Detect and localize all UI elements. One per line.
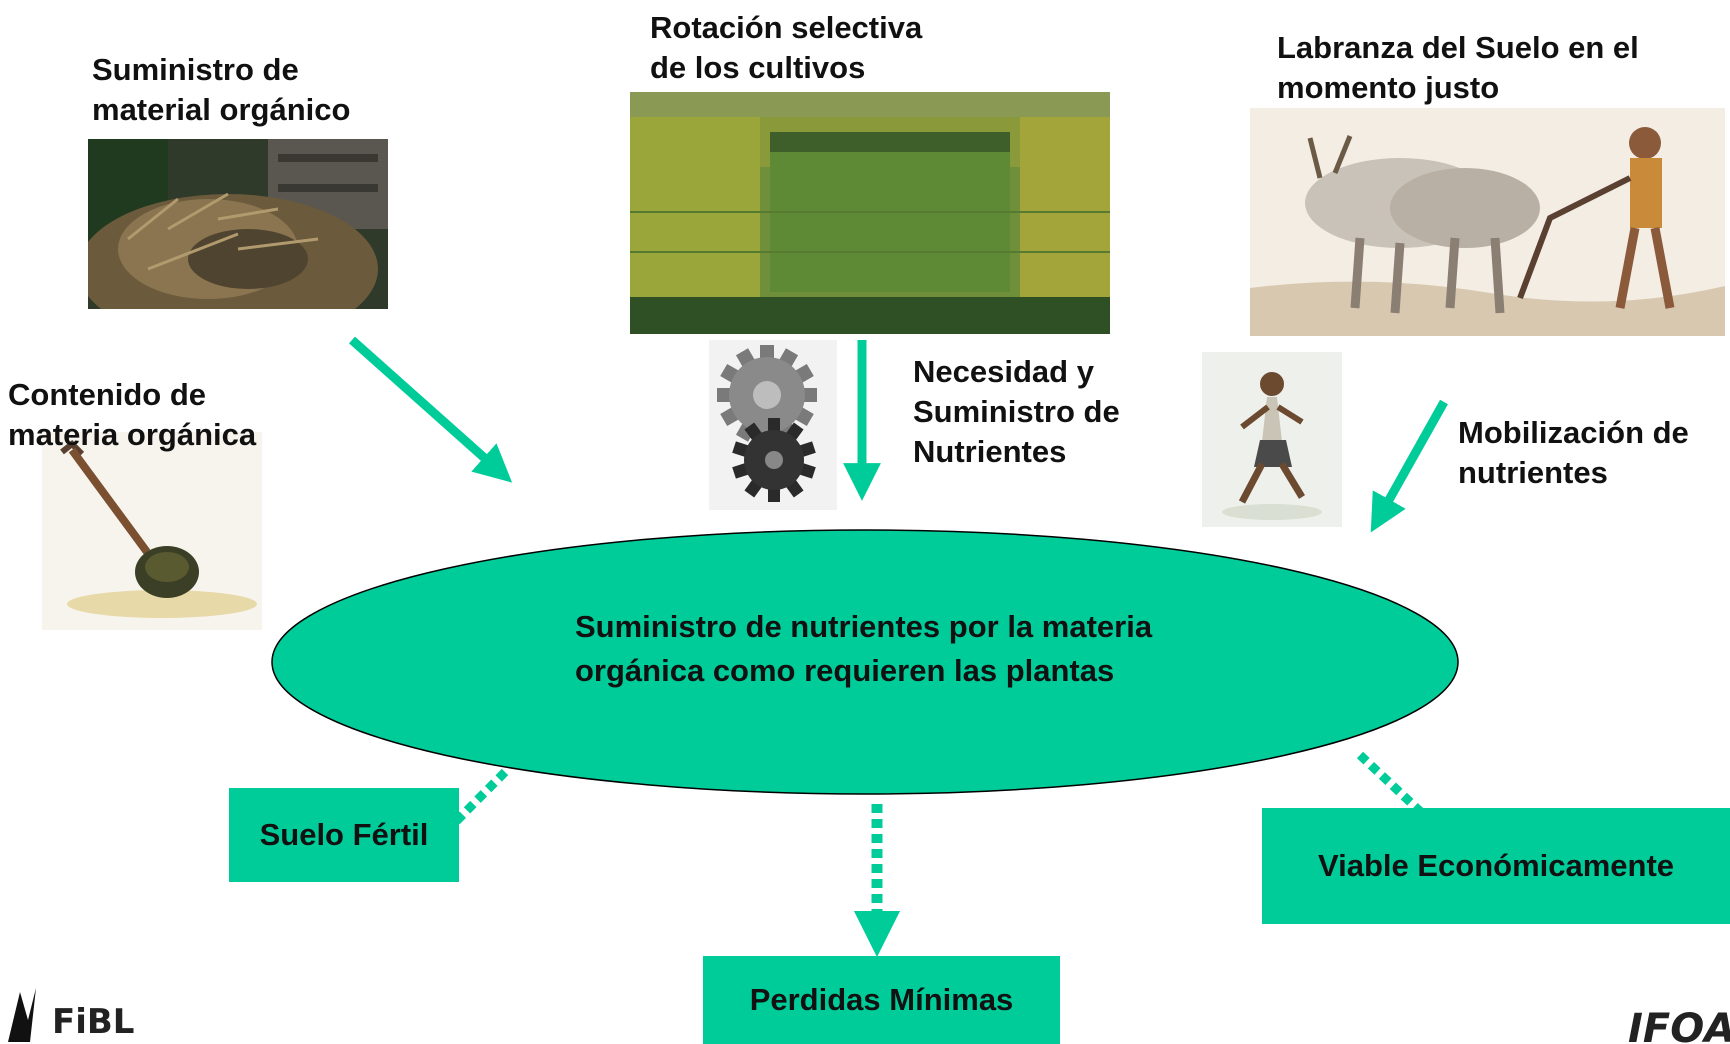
shovel-illustration: [42, 432, 262, 630]
crop-field-photo: [630, 92, 1110, 334]
label-organic-supply: Suministro de material orgánico: [92, 52, 351, 127]
box-minimal-losses: Perdidas Mínimas: [703, 956, 1060, 1044]
label-nutrient-mobilization: Mobilización de nutrientes: [1458, 415, 1689, 490]
arrow-organic-supply: [349, 336, 513, 483]
label-crop-rotation: Rotación selectiva de los cultivos: [650, 10, 923, 85]
fibl-logo: FiBL: [0, 980, 140, 1044]
label-organic-content: Contenido de materia orgánica: [8, 377, 257, 452]
central-text: Suministro de nutrientes por la materia …: [575, 609, 1153, 688]
arrow-nutrient-mobilization: [1370, 399, 1448, 533]
ifoam-logo: IFOAM: [1622, 1002, 1730, 1044]
ifoam-logo-text: IFOAM: [1628, 1006, 1730, 1044]
gears-icon: [709, 340, 837, 510]
box-fertile-soil: Suelo Fértil: [229, 788, 459, 882]
box-economic-viability: Viable Económicamente: [1262, 808, 1730, 924]
oxen-plowing-illustration: [1250, 108, 1725, 336]
fibl-logo-text: FiBL: [52, 1002, 135, 1042]
running-figure-illustration: [1202, 352, 1342, 527]
compost-pile-photo: [88, 139, 388, 309]
central-ellipse: [271, 529, 1459, 795]
label-nutrient-need: Necesidad y Suministro de Nutrientes: [913, 354, 1120, 469]
label-tillage: Labranza del Suelo en el momento justo: [1277, 30, 1639, 105]
